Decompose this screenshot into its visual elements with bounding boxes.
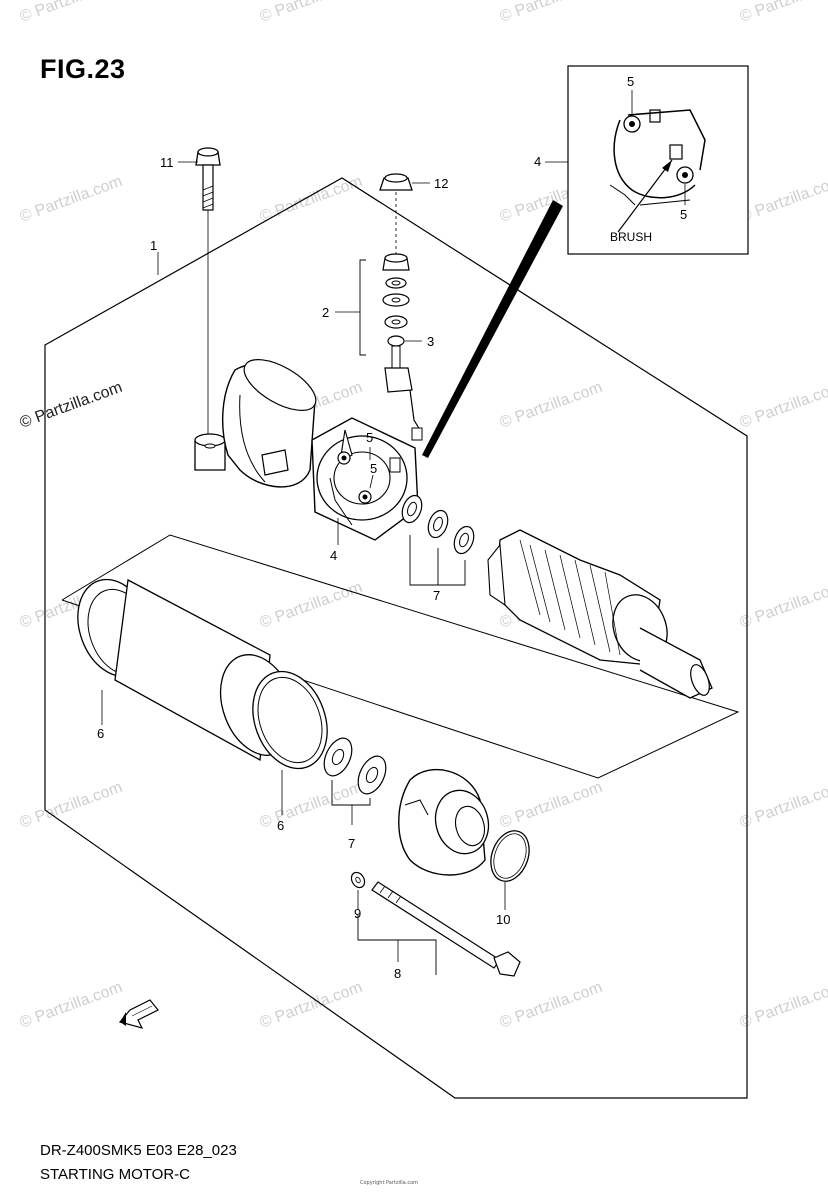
callout-numbers: 1 2 3 4 4 5 5 5 5 6 6 7 7 8 9 10 11 12 (97, 74, 687, 981)
watermark: © Partzilla.com (498, 979, 605, 1032)
callout-6: 6 (277, 818, 284, 833)
yoke-housing (77, 578, 328, 815)
inset-pointer-line (422, 200, 563, 458)
section-title: STARTING MOTOR-C (40, 1166, 190, 1183)
figure-title: FIG.23 (40, 54, 126, 84)
callout-3: 3 (427, 334, 434, 349)
watermark: © Partzilla.com (738, 0, 828, 26)
watermark: © Partzilla.com (18, 379, 125, 432)
rear-housing (194, 359, 317, 488)
brush-label: BRUSH (610, 230, 652, 244)
through-bolt-8 (350, 871, 521, 977)
watermark: © Partzilla.com (18, 0, 125, 26)
brush-plate (311, 417, 419, 545)
callout-8: 8 (394, 966, 401, 981)
brush-holder-inset: BRUSH (567, 65, 749, 255)
o-ring-10 (490, 830, 530, 910)
watermark: © Partzilla.com (258, 173, 365, 226)
callout-4: 4 (330, 548, 337, 563)
callout-5: 5 (627, 74, 634, 89)
callout-11: 11 (160, 155, 174, 170)
inset-frame (567, 65, 749, 255)
watermark: © Partzilla.com (258, 579, 365, 632)
watermark: © Partzilla.com (18, 779, 125, 832)
watermark: © Partzilla.com (738, 379, 828, 432)
callout-5: 5 (366, 430, 373, 445)
callout-leaders (157, 161, 568, 275)
watermark: © Partzilla.com (738, 579, 828, 632)
washers-lower (323, 737, 387, 825)
watermark: © Partzilla.com (738, 779, 828, 832)
callout-6: 6 (97, 726, 104, 741)
watermark: © Partzilla.com (498, 0, 605, 26)
watermark: © Partzilla.com (18, 173, 125, 226)
callout-7: 7 (433, 588, 440, 603)
callout-12: 12 (434, 176, 448, 191)
watermark: © Partzilla.com (258, 0, 365, 26)
model-code: DR-Z400SMK5 E03 E28_023 (40, 1142, 237, 1159)
watermark: © Partzilla.com (498, 379, 605, 432)
watermark: © Partzilla.com (498, 779, 605, 832)
callout-5: 5 (370, 461, 377, 476)
assembly-outline (44, 177, 748, 1099)
callout-4: 4 (534, 154, 541, 169)
armature-group-box (61, 534, 740, 779)
through-bolt-11 (195, 147, 221, 440)
watermark: © Partzilla.com (18, 979, 125, 1032)
callout-10: 10 (496, 912, 510, 927)
callout-1: 1 (150, 238, 157, 253)
callout-9: 9 (354, 906, 361, 921)
front-cover (398, 768, 490, 876)
callout-5: 5 (680, 207, 687, 222)
armature (487, 529, 713, 699)
callout-7: 7 (348, 836, 355, 851)
fwd-arrow-icon (118, 999, 159, 1029)
copyright-notice: Copyright Partzilla.com (360, 1180, 419, 1186)
terminal-stack (335, 173, 430, 441)
washers-upper (401, 494, 475, 586)
watermark: © Partzilla.com (738, 979, 828, 1032)
watermark: © Partzilla.com (738, 173, 828, 226)
callout-2: 2 (322, 305, 329, 320)
